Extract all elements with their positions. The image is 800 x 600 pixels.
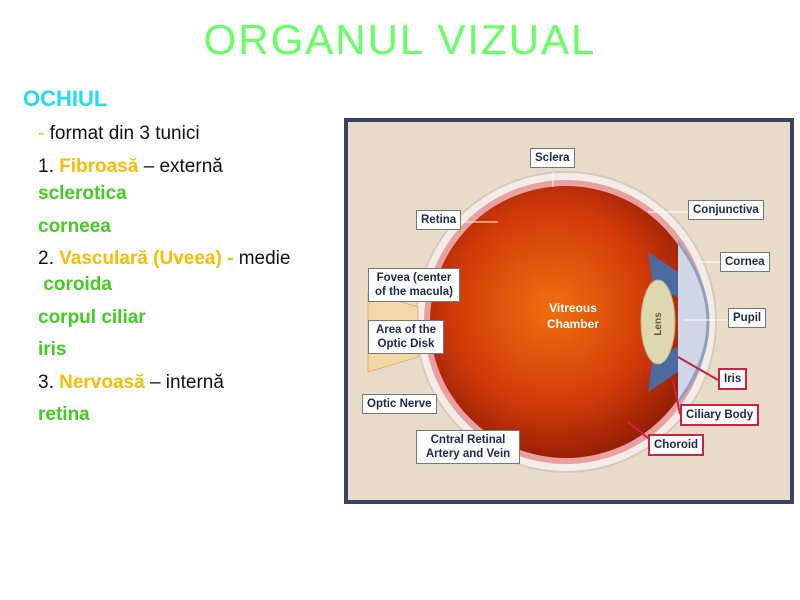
tunic-2-term: Vasculară (Uveea)	[59, 248, 222, 269]
label-sclera: Sclera	[530, 148, 575, 168]
label-retina: Retina	[416, 210, 462, 230]
tunic-2: 2. Vasculară (Uveea) - medie	[38, 248, 290, 270]
tunics-intro: - format din 3 tunici	[38, 123, 200, 145]
intro-text: format din 3 tunici	[44, 123, 200, 144]
eye-illustration	[367, 171, 733, 473]
tunic-1-term: Fibroasă	[59, 156, 139, 177]
tunic-1: 1. Fibroasă – externă	[38, 156, 223, 178]
tunic-3-rest: – internă	[144, 372, 224, 393]
tunic-3: 3. Nervoasă – internă	[38, 372, 224, 394]
vitreous-body	[430, 186, 702, 458]
label-cornea: Cornea	[720, 252, 770, 272]
section-heading: OCHIUL	[23, 86, 108, 111]
label-fovea: Fovea (center of the macula)	[368, 268, 460, 302]
item-corpul-ciliar: corpul ciliar	[38, 307, 146, 328]
tunic-3-number: 3.	[38, 372, 60, 393]
label-conjunctiva: Conjunctiva	[688, 200, 764, 220]
label-ciliary-body: Ciliary Body	[680, 404, 760, 426]
dash: -	[38, 123, 45, 144]
tunic-2-number: 2.	[38, 248, 60, 269]
label-choroid: Choroid	[648, 434, 705, 456]
lens-shape	[640, 279, 676, 365]
label-lens: Lens	[653, 312, 664, 336]
item-iris: iris	[38, 339, 67, 360]
label-iris: Iris	[718, 368, 748, 390]
label-pupil: Pupil	[728, 308, 767, 328]
tunic-1-number: 1.	[38, 156, 60, 177]
label-vitreous-chamber: Vitreous Chamber	[546, 301, 599, 331]
label-retinal-artery: Cntral Retinal Artery and Vein	[416, 430, 520, 464]
item-sclerotica: sclerotica	[38, 183, 127, 204]
page-title: ORGANUL VIZUAL	[203, 16, 597, 63]
tunic-2-rest: medie	[238, 248, 291, 269]
item-coroida: coroida	[38, 274, 112, 295]
tunic-2-dash: -	[221, 248, 239, 269]
eye-diagram: Sclera Retina Conjunctiva Cornea Fovea (…	[344, 118, 794, 504]
tunic-1-rest: – externă	[138, 156, 223, 177]
label-optic-disk: Area of the Optic Disk	[368, 320, 444, 354]
item-retina: retina	[38, 404, 90, 425]
item-corneea: corneea	[38, 216, 111, 237]
label-optic-nerve: Optic Nerve	[362, 394, 437, 414]
tunic-3-term: Nervoasă	[59, 372, 145, 393]
